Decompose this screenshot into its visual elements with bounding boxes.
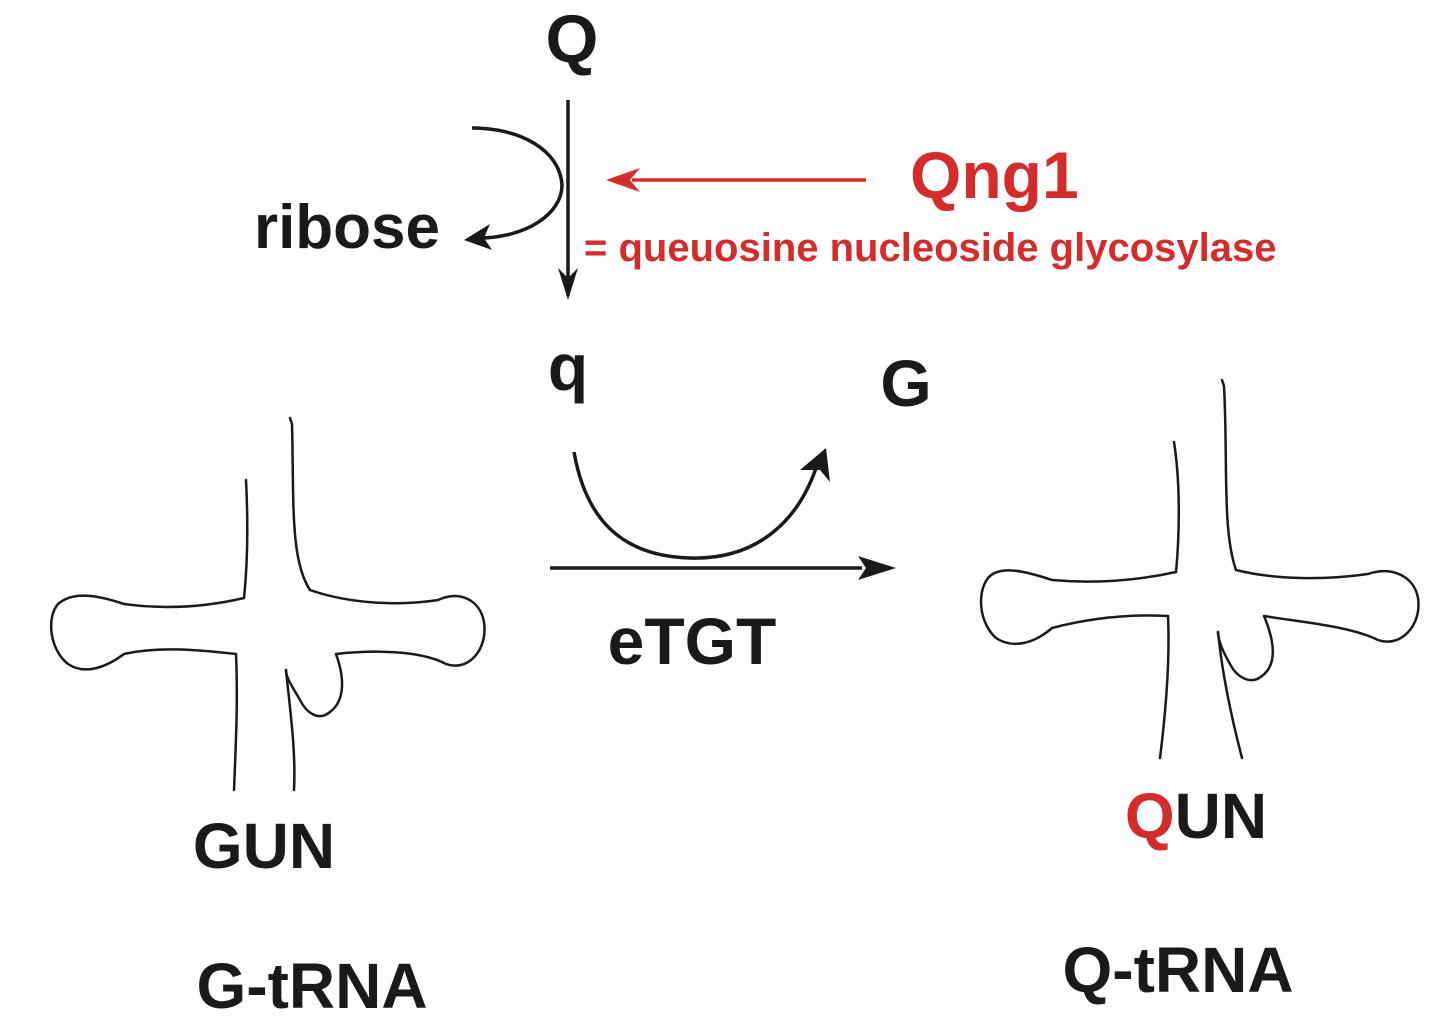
qng1-arrowhead	[606, 168, 640, 192]
base-exchange-arrow	[572, 451, 820, 560]
q-trna-shape	[979, 378, 1420, 760]
q-trna-anticodon: QUN	[1125, 780, 1267, 852]
qng1-definition: = queuosine nucleoside glycosylase	[584, 226, 1276, 270]
guanine-label: G	[880, 346, 931, 420]
q-trna-anticodon-rest: UN	[1175, 780, 1267, 852]
ribose-release-arrowhead	[464, 224, 492, 250]
queuosine-label: Q	[546, 1, 599, 77]
queuine-label: q	[548, 330, 588, 404]
g-trna-anticodon: GUN	[193, 810, 335, 882]
g-trna-shape	[50, 416, 486, 792]
etgt-label: eTGT	[608, 604, 777, 678]
ribose-label: ribose	[254, 193, 440, 262]
q-formation-arrowhead	[558, 268, 578, 300]
base-exchange-arrowhead	[800, 448, 830, 482]
q-trna-anticodon-queuosine: Q	[1125, 780, 1175, 852]
qng1-label: Qng1	[910, 138, 1079, 212]
ribose-release-arrow	[471, 126, 564, 240]
g-trna-name: G-tRNA	[196, 950, 427, 1016]
reaction-arrowhead	[858, 556, 896, 580]
q-trna-name: Q-tRNA	[1062, 934, 1293, 1006]
